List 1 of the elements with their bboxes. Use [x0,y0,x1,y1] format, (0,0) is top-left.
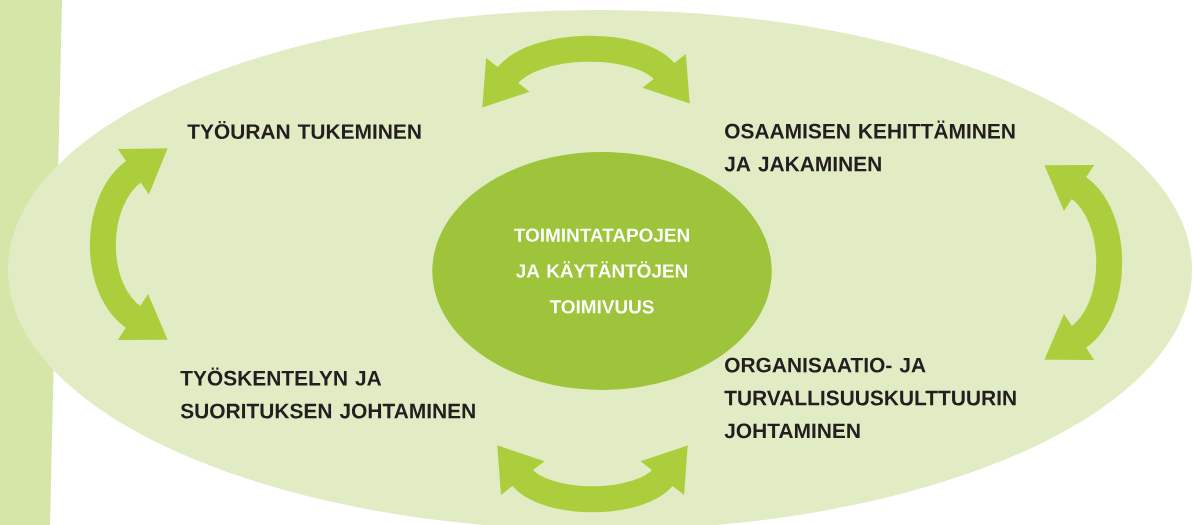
topic-label: TYÖURAN TUKEMINEN [187,120,421,140]
